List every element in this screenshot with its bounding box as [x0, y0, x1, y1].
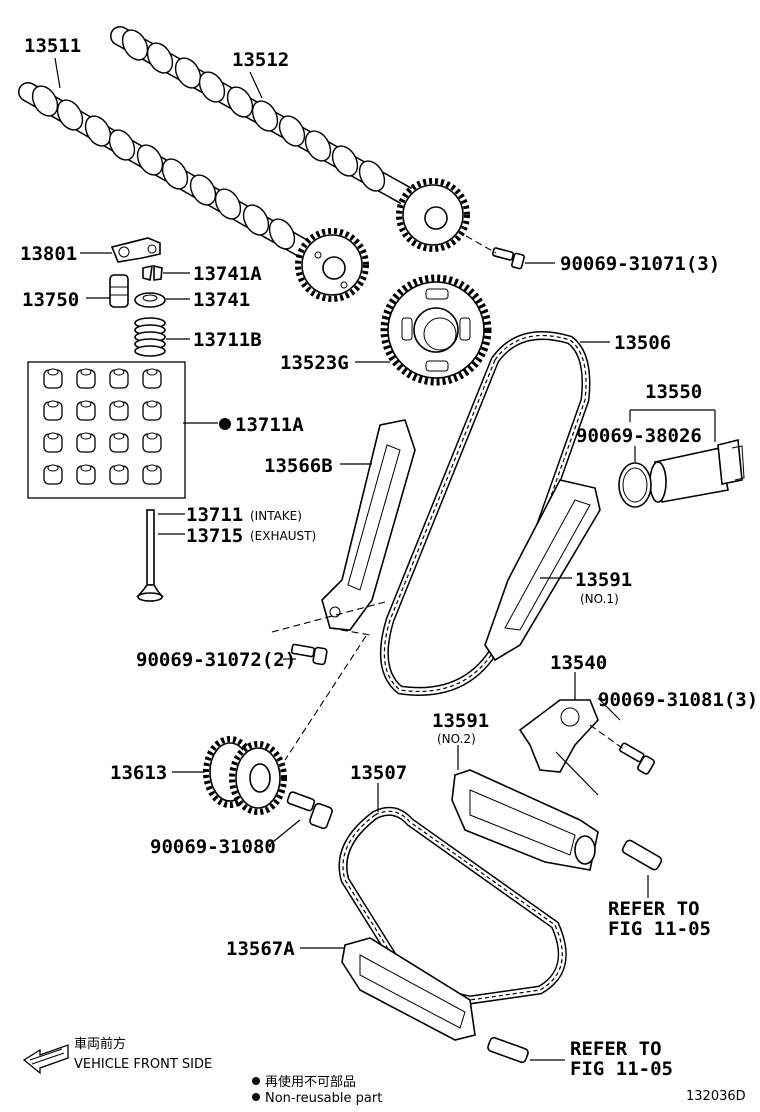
non-reusable-marker-icon [219, 418, 231, 430]
figure-id: 132036D [686, 1089, 746, 1104]
label-13550: 13550 [645, 381, 702, 403]
bolt-90069-31072 [290, 643, 328, 666]
bolt-90069-31080 [286, 791, 333, 830]
label-13711b: 13711B [193, 329, 262, 351]
valve-keeper-13741a [142, 264, 163, 282]
label-13591-no1-note: (NO.1) [580, 592, 619, 606]
label-13591-no2: 13591 [432, 710, 489, 732]
label-90069-31081: 90069-31081(3) [598, 689, 758, 711]
label-13715: 13715 [186, 525, 243, 547]
label-13506: 13506 [614, 332, 671, 354]
valve-spring-13711b [134, 317, 166, 357]
legend: 車両前方 VEHICLE FRONT SIDE 再使用不可部品 Non-reus… [22, 1036, 746, 1106]
camshaft-13512 [110, 26, 420, 208]
valve-13711-13715 [136, 509, 164, 602]
valve-spring-retainer-13741 [134, 292, 166, 308]
chain-slipper-13591-no1 [484, 479, 601, 662]
label-13591-no1: 13591 [575, 569, 632, 591]
label-13613: 13613 [110, 762, 167, 784]
bolt-90069-31071 [491, 247, 525, 270]
non-reusable-legend-icon-2 [252, 1093, 260, 1101]
label-13741a: 13741A [193, 263, 262, 285]
pin-refer-11-05-lower [487, 1036, 529, 1064]
legend-front-jp: 車両前方 [74, 1036, 126, 1052]
label-13511: 13511 [24, 35, 81, 57]
label-13711a: 13711A [235, 414, 304, 436]
non-reusable-legend-icon [252, 1077, 260, 1085]
label-refer-upper-line2: FIG 11-05 [608, 918, 711, 940]
label-13567a: 13567A [226, 938, 295, 960]
sprocket-13523g [380, 274, 492, 386]
label-13715-note: (EXHAUST) [250, 529, 316, 543]
pin-refer-11-05-upper [621, 839, 663, 871]
rocker-arm-13801 [110, 237, 161, 263]
camshaft-sprocket-upper [396, 178, 470, 252]
connection-dashes [271, 235, 626, 761]
lash-adjuster-13750 [109, 274, 129, 308]
label-13591-no2-note: (NO.2) [437, 732, 476, 746]
legend-front-en: VEHICLE FRONT SIDE [74, 1057, 212, 1072]
label-refer-lower-line2: FIG 11-05 [570, 1058, 673, 1080]
valve-stem-seal-box-13711a [27, 361, 186, 499]
legend-nonreuse-jp: 再使用不可部品 [265, 1074, 356, 1090]
label-90069-31071: 90069-31071(3) [560, 253, 720, 275]
label-13507: 13507 [350, 762, 407, 784]
legend-nonreuse-en: Non-reusable part [265, 1091, 382, 1106]
label-13523g: 13523G [280, 352, 349, 374]
camshaft-sprocket-lower [295, 228, 369, 302]
chain-guide-13566b [321, 419, 416, 631]
camshaft-13511 [18, 82, 330, 268]
label-13540: 13540 [550, 652, 607, 674]
part-labels: 13511 13512 13801 13741A 13750 13741 137… [20, 35, 758, 1080]
label-90069-31072: 90069-31072(2) [136, 649, 296, 671]
label-13711-note: (INTAKE) [250, 509, 302, 523]
label-13566b: 13566B [264, 455, 333, 477]
label-refer-lower-line1: REFER TO [570, 1038, 662, 1060]
label-90069-38026: 90069-38026 [576, 425, 702, 447]
chain-slipper-13567a [341, 937, 476, 1041]
label-13711: 13711 [186, 504, 243, 526]
label-13512: 13512 [232, 49, 289, 71]
label-13750: 13750 [22, 289, 79, 311]
tensioner-13550 [649, 438, 745, 503]
tensioner-arm-13540 [518, 699, 599, 796]
crankshaft-sprocket-13613 [203, 736, 287, 815]
gasket-90069-38026 [618, 462, 652, 508]
leader-lines [54, 57, 716, 1061]
label-13801: 13801 [20, 243, 77, 265]
chain-slipper-13591-no2 [451, 769, 599, 871]
label-13741: 13741 [193, 289, 250, 311]
label-90069-31080: 90069-31080 [150, 836, 276, 858]
label-refer-upper-line1: REFER TO [608, 898, 700, 920]
bolt-90069-31081 [619, 742, 655, 775]
